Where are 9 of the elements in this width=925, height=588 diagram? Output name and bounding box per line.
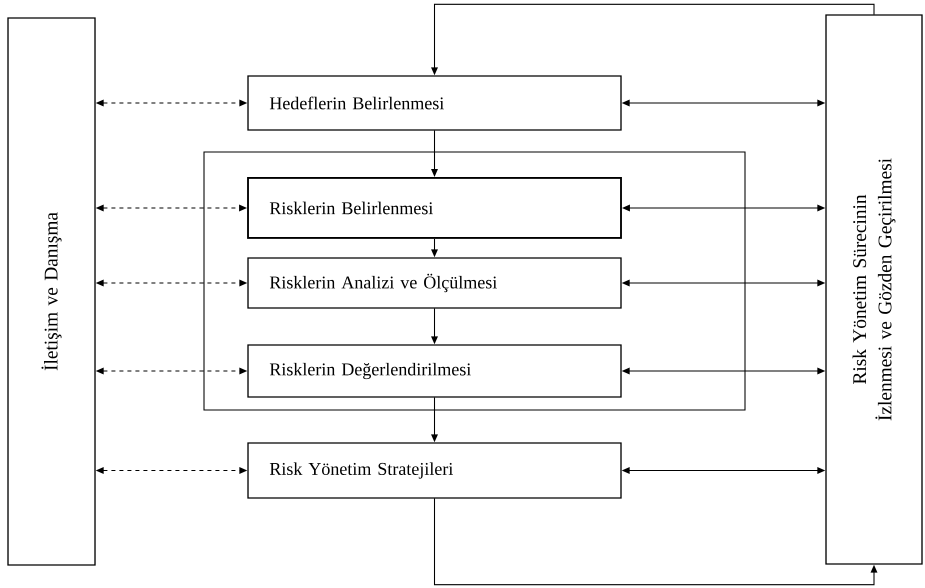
process-box: Risk Yönetim Stratejileri	[247, 442, 622, 499]
side-box: İletişim ve Danışma	[7, 17, 96, 566]
process-box: Risklerin Analizi ve Ölçülmesi	[247, 257, 622, 309]
connector-arrow	[434, 498, 878, 586]
group-frame	[203, 151, 746, 411]
process-box: Risklerin Değerlendirilmesi	[247, 344, 622, 398]
process-box: Hedeflerin Belirlenmesi	[247, 75, 622, 131]
side-box: Risk Yönetim Sürecinin İzlenmesi ve Gözden Geçirilmesi	[825, 14, 923, 565]
process-box: Risklerin Belirlenmesi	[247, 177, 622, 239]
